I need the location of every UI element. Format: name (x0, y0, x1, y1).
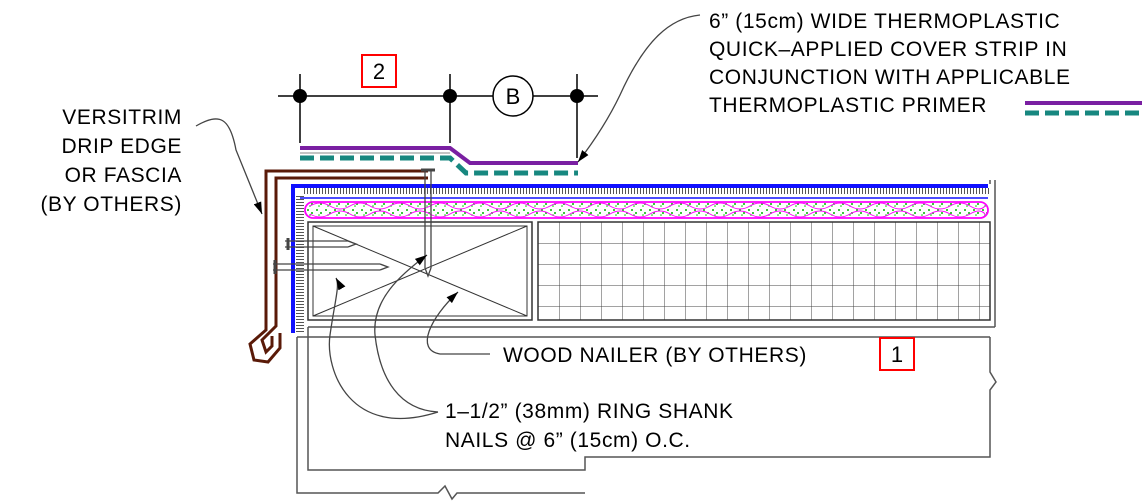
svg-text:DRIP EDGE: DRIP EDGE (61, 135, 182, 158)
drip-edge-fascia (248, 169, 428, 364)
circle-tag-outline (492, 75, 534, 117)
svg-text:CONJUNCTION WITH APPLICABLE: CONJUNCTION WITH APPLICABLE (709, 66, 1071, 89)
cover-strip-label: 6” (15cm) WIDE THERMOPLASTIC QUICK–APPLI… (709, 10, 1071, 117)
adhesive-foam-layer (304, 201, 989, 219)
ring-shank-nails (273, 168, 435, 278)
insulation-board (537, 221, 991, 321)
dimension-dots (293, 89, 584, 103)
wood-nailer-block (307, 221, 533, 321)
svg-text:NAILS @ 6” (15cm) O.C.: NAILS @ 6” (15cm) O.C. (445, 429, 691, 452)
svg-text:VERSITRIM: VERSITRIM (62, 106, 182, 129)
membrane (291, 184, 988, 333)
nailer-tag-box (879, 337, 915, 371)
roof-deck-outline (296, 180, 997, 501)
svg-text:QUICK–APPLIED COVER STRIP IN: QUICK–APPLIED COVER STRIP IN (709, 38, 1067, 61)
svg-text:THERMOPLASTIC PRIMER: THERMOPLASTIC PRIMER (709, 94, 987, 117)
svg-text:6” (15cm) WIDE THERMOPLASTIC: 6” (15cm) WIDE THERMOPLASTIC (709, 10, 1060, 33)
dimension-line (278, 74, 598, 158)
leader-lines (195, 14, 701, 419)
svg-text:1–1/2” (38mm) RING SHANK: 1–1/2” (38mm) RING SHANK (445, 400, 734, 423)
wood-nailer-label: WOOD NAILER (BY OTHERS) (503, 344, 807, 367)
nailer-tag: 1 (891, 342, 903, 367)
svg-text:(BY OTHERS): (BY OTHERS) (40, 193, 182, 216)
primer-legend-swatch (1025, 101, 1142, 116)
drip-edge-label: VERSITRIM DRIP EDGE OR FASCIA (BY OTHERS… (40, 106, 182, 216)
circle-tag: B (506, 84, 521, 109)
svg-text:OR FASCIA: OR FASCIA (65, 164, 182, 187)
dimension-tag: 2 (373, 59, 385, 84)
ring-shank-label: 1–1/2” (38mm) RING SHANK NAILS @ 6” (15c… (445, 400, 734, 452)
cover-strip (300, 146, 578, 176)
dimension-tag-box (361, 54, 397, 88)
